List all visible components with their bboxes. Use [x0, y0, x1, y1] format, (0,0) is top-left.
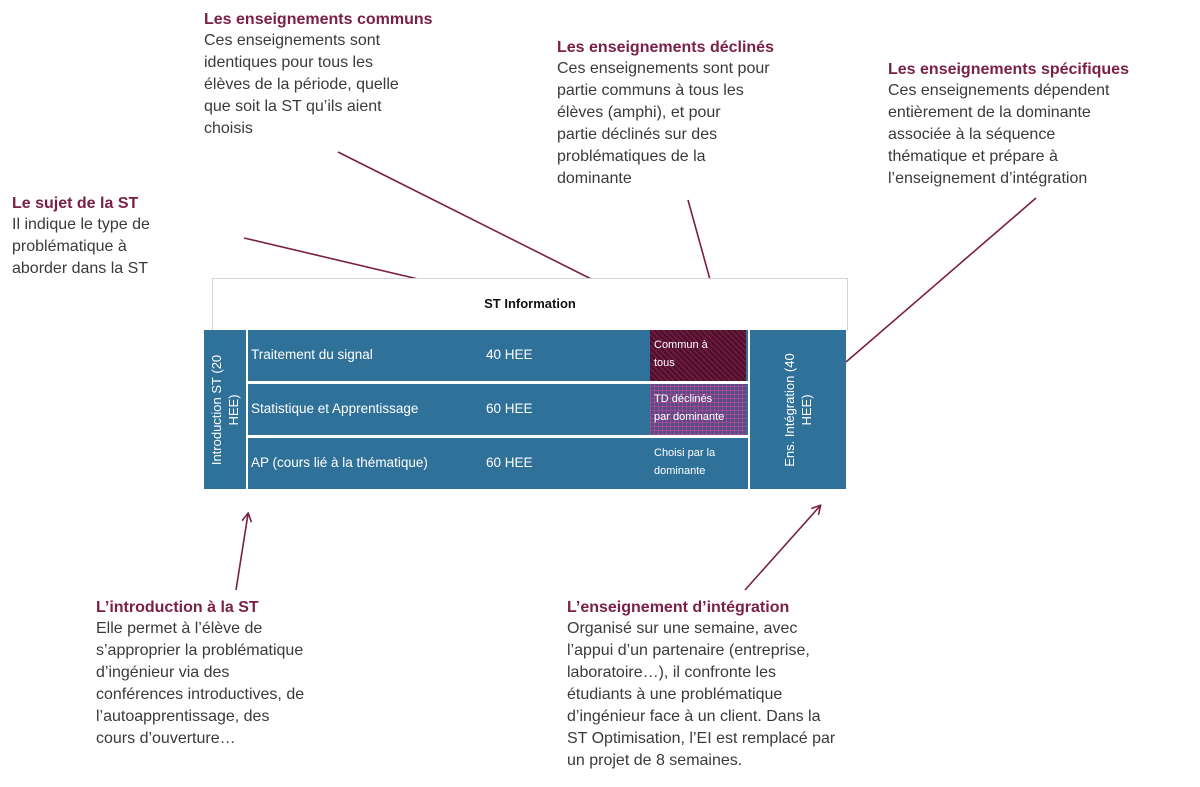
tag-declined-text: TD déclinés par dominante: [654, 393, 725, 423]
course-hours: 60 HEE: [486, 455, 533, 470]
annotation-intro-text: Elle permet à l’élève de s’approprier la…: [96, 620, 305, 747]
annotation-common-title: Les enseignements communs: [204, 11, 433, 28]
tag-chosen-text: Choisi par la dominante: [654, 447, 716, 477]
tag-common: Commun à tous: [650, 330, 746, 381]
intro-block: Introduction ST (20 HEE): [204, 330, 246, 489]
diagram-header-title: ST Information: [484, 296, 576, 311]
integration-block: Ens. Intégration (40 HEE): [750, 330, 846, 489]
annotation-integration-title: L’enseignement d’intégration: [567, 599, 790, 616]
course-row: Traitement du signal 40 HEE Commun à tou…: [248, 330, 748, 381]
annotation-specific: Les enseignements spécifiques Ces enseig…: [888, 60, 1188, 190]
annotation-specific-text: Ces enseignements dépendent entièrement …: [888, 82, 1110, 187]
annotation-declined-text: Ces enseignements sont pour partie commu…: [557, 60, 770, 187]
annotation-subject-title: Le sujet de la ST: [12, 195, 139, 212]
course-hours: 60 HEE: [486, 401, 533, 416]
annotation-subject-text: Il indique le type de problématique à ab…: [12, 216, 150, 277]
annotation-subject: Le sujet de la ST Il indique le type de …: [12, 194, 212, 280]
annotation-specific-title: Les enseignements spécifiques: [888, 61, 1129, 78]
annotation-integration-text: Organisé sur une semaine, avec l’appui d…: [567, 620, 836, 769]
course-name: AP (cours lié à la thématique): [251, 455, 428, 470]
tag-common-text: Commun à tous: [654, 339, 708, 369]
annotation-integration: L’enseignement d’intégration Organisé su…: [567, 598, 897, 772]
annotation-common-text: Ces enseignements sont identiques pour t…: [204, 32, 399, 137]
annotation-declined-title: Les enseignements déclinés: [557, 39, 774, 56]
arrow-specific: [845, 197, 1037, 363]
course-hours: 40 HEE: [486, 347, 533, 362]
arrow-intro: [235, 514, 248, 591]
annotation-intro: L’introduction à la ST Elle permet à l’é…: [96, 598, 396, 750]
course-name: Statistique et Apprentissage: [251, 401, 419, 416]
annotation-intro-title: L’introduction à la ST: [96, 599, 259, 616]
integration-block-label: Ens. Intégration (40 HEE): [782, 352, 814, 467]
tag-declined: TD déclinés par dominante: [650, 384, 746, 435]
intro-block-label: Introduction ST (20 HEE): [209, 354, 241, 465]
annotation-declined: Les enseignements déclinés Ces enseignem…: [557, 38, 857, 190]
course-name: Traitement du signal: [251, 347, 373, 362]
arrow-integration: [744, 506, 820, 591]
course-row: Statistique et Apprentissage 60 HEE TD d…: [248, 384, 748, 435]
annotation-common: Les enseignements communs Ces enseigneme…: [204, 10, 504, 140]
course-row: AP (cours lié à la thématique) 60 HEE Ch…: [248, 438, 748, 489]
tag-chosen: Choisi par la dominante: [650, 438, 746, 489]
diagram-header: ST Information: [212, 278, 848, 331]
